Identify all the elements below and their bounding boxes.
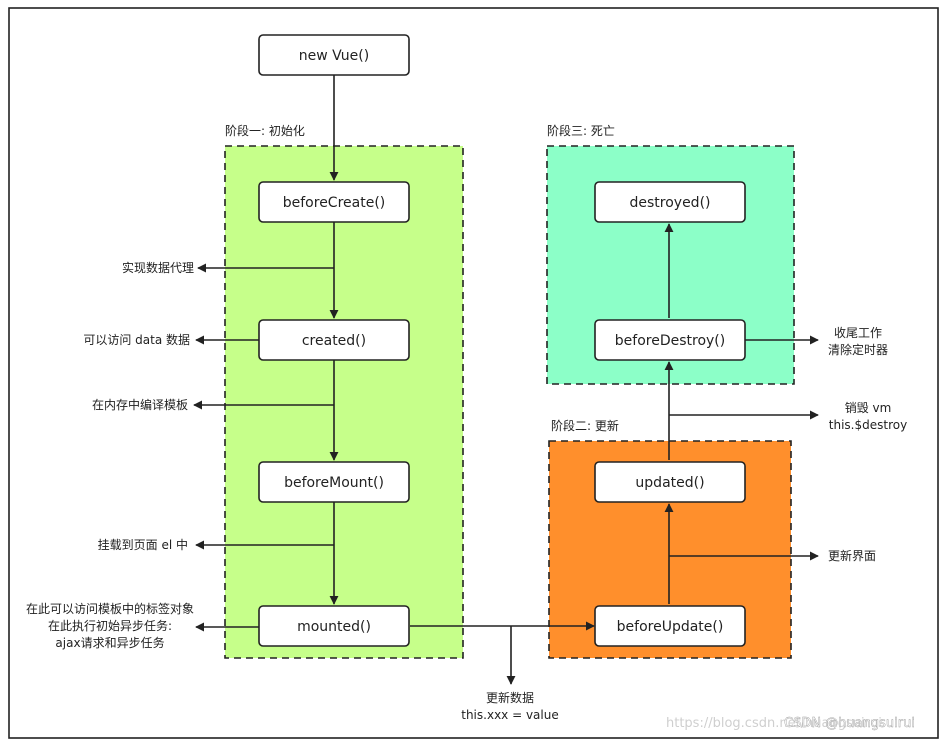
node-before-update-box xyxy=(594,605,746,647)
annotation-cleanup-line1: 收尾工作 xyxy=(834,326,882,340)
node-updated-box xyxy=(594,461,746,503)
node-before-update-label: beforeUpdate() xyxy=(617,619,724,635)
node-destroyed-box xyxy=(594,181,746,223)
annotation-update-view: 更新界面 xyxy=(828,548,876,563)
node-before-mount-box xyxy=(258,461,410,503)
annotation-update-data-line2: this.xxx = value xyxy=(461,708,558,722)
node-destroyed: destroyed() xyxy=(594,181,746,223)
annotation-mounted-note-line2: 在此执行初始异步任务: xyxy=(48,618,172,633)
annotation-compile-template: 在内存中编译模板 xyxy=(92,397,188,412)
node-before-destroy: beforeDestroy() xyxy=(594,319,746,361)
annotation-destroy-vm-line1: 销毁 vm xyxy=(845,400,892,415)
watermark-brand: CSDN @huangsuirui xyxy=(784,716,915,731)
node-before-update: beforeUpdate() xyxy=(594,605,746,647)
node-before-create-label: beforeCreate() xyxy=(283,195,386,211)
node-updated: updated() xyxy=(594,461,746,503)
stage-update-label: 阶段二: 更新 xyxy=(551,418,619,433)
annotation-mount-el: 挂载到页面 el 中 xyxy=(98,537,188,552)
node-destroyed-label: destroyed() xyxy=(629,195,710,211)
node-before-destroy-box xyxy=(594,319,746,361)
annotation-destroy-vm-line2: this.$destroy xyxy=(829,418,907,432)
node-created-box xyxy=(258,319,410,361)
node-new-vue-box xyxy=(258,34,410,76)
node-mounted-label: mounted() xyxy=(297,619,371,635)
annotation-update-data-line1: 更新数据 xyxy=(486,690,534,705)
node-mounted: mounted() xyxy=(258,605,410,647)
annotation-data-proxy: 实现数据代理 xyxy=(122,260,194,275)
stage-init-group xyxy=(224,145,464,659)
node-before-create: beforeCreate() xyxy=(258,181,410,223)
node-updated-label: updated() xyxy=(635,475,704,491)
node-before-mount-label: beforeMount() xyxy=(284,475,384,491)
annotation-access-data: 可以访问 data 数据 xyxy=(83,332,190,347)
node-mounted-box xyxy=(258,605,410,647)
annotation-mounted-note-line3: ajax请求和异步任务 xyxy=(55,635,164,650)
node-before-create-box xyxy=(258,181,410,223)
stage-init-label: 阶段一: 初始化 xyxy=(225,123,305,138)
watermark-url: https://blog.csdn.net/huangsuirui xyxy=(666,716,882,731)
node-new-vue: new Vue() xyxy=(258,34,410,76)
node-before-mount: beforeMount() xyxy=(258,461,410,503)
annotation-mounted-note-line1: 在此可以访问模板中的标签对象 xyxy=(26,601,194,616)
node-before-destroy-label: beforeDestroy() xyxy=(615,333,725,349)
node-created-label: created() xyxy=(302,333,366,349)
node-new-vue-label: new Vue() xyxy=(299,48,369,64)
node-created: created() xyxy=(258,319,410,361)
annotation-cleanup-line2: 清除定时器 xyxy=(828,342,888,357)
stage-death-label: 阶段三: 死亡 xyxy=(547,123,615,138)
